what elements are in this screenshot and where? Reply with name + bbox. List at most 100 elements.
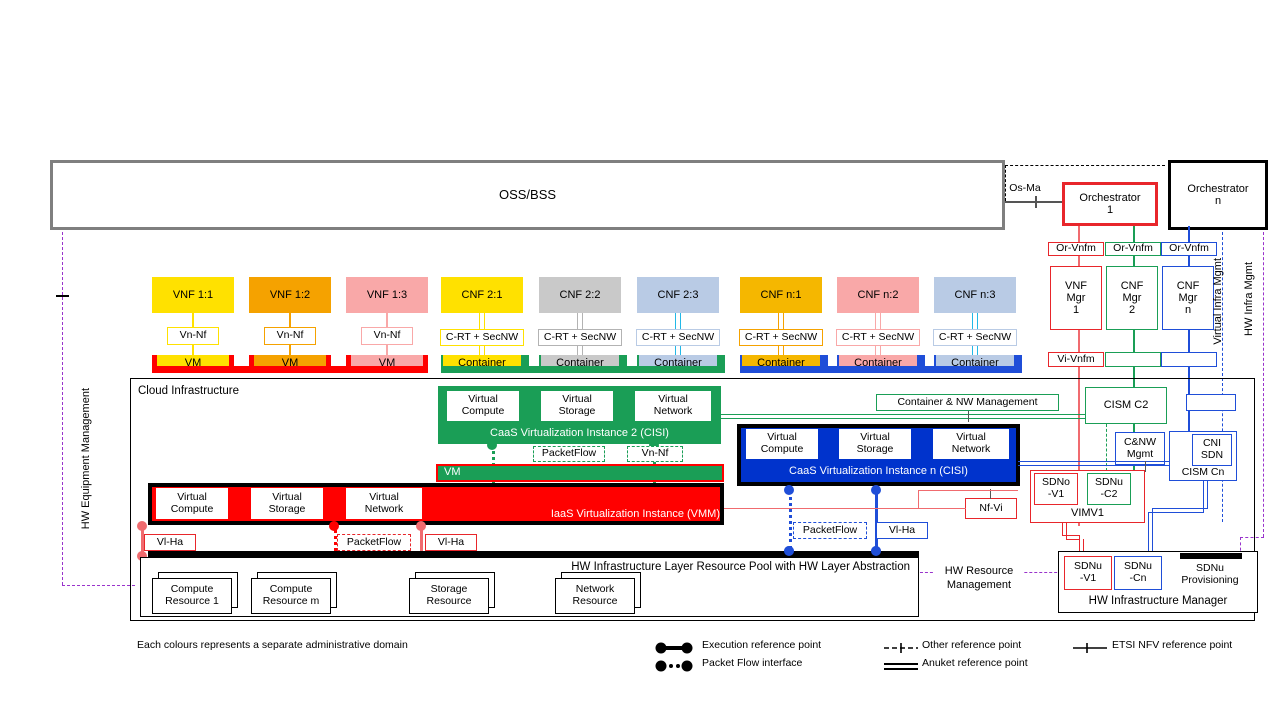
hw-resource-0[interactable]: Compute Resource 1 bbox=[152, 578, 232, 614]
vim-him-line-v2 bbox=[1066, 523, 1068, 539]
legend-etsi-label: ETSI NFV reference point bbox=[1112, 639, 1233, 651]
iaas-vlha-tag[interactable]: Vl-Ha bbox=[425, 534, 477, 551]
hw-resource-1[interactable]: Compute Resource m bbox=[251, 578, 331, 614]
cismcn-him-line-v2 bbox=[1207, 481, 1209, 509]
function-box-1[interactable]: VNF 1:2 bbox=[249, 277, 331, 313]
hw-resource-2[interactable]: Storage Resource bbox=[409, 578, 489, 614]
iaas-nfvi-line-h2 bbox=[918, 490, 1018, 492]
cni-sdn-box[interactable]: CNI SDN bbox=[1192, 434, 1232, 466]
sdnu-v1-box[interactable]: SDNu -V1 bbox=[1064, 556, 1112, 590]
cism-c2-box[interactable]: CISM C2 bbox=[1085, 387, 1167, 424]
vnfmgr1-trunk bbox=[1078, 226, 1080, 526]
iaas-packetflow-dashed bbox=[334, 525, 337, 557]
cisin-vlha-dot-top bbox=[871, 485, 881, 495]
function-box-7[interactable]: CNF n:2 bbox=[837, 277, 919, 313]
cisi2-packetflow-tag[interactable]: PacketFlow bbox=[533, 446, 605, 462]
cisi2-vnnf-tag[interactable]: Vn-Nf bbox=[627, 446, 683, 462]
cloud-infrastructure-label: Cloud Infrastructure bbox=[138, 385, 239, 397]
function-iface-5[interactable]: C-RT + SecNW bbox=[636, 329, 720, 346]
hw-equipment-mgmt-label: HW Equipment Management bbox=[80, 388, 92, 530]
cisi2-vm-bar[interactable] bbox=[436, 464, 724, 482]
cnfmgr2-trunk bbox=[1133, 226, 1135, 476]
cismcn-him-line-v4 bbox=[1152, 508, 1154, 553]
vim-him-line-v4 bbox=[1083, 539, 1085, 553]
hwpool-dot-blue-2 bbox=[871, 546, 881, 556]
os-ma-label: Os-Ma bbox=[1008, 182, 1042, 196]
nf-vi-tag[interactable]: Nf-Vi bbox=[965, 498, 1017, 519]
legend-etsi-icon bbox=[1073, 641, 1107, 653]
container-nw-management[interactable]: Container & NW Management bbox=[876, 394, 1059, 411]
vnf-manager-1[interactable]: VNF Mgr 1 bbox=[1050, 266, 1102, 330]
function-box-6[interactable]: CNF n:1 bbox=[740, 277, 822, 313]
orchestrator-1[interactable]: Orchestrator 1 bbox=[1062, 182, 1158, 226]
cisi2-packetflow-dot-top bbox=[487, 440, 497, 450]
iaas-packetflow-dot-top bbox=[329, 521, 339, 531]
orchestrator-n[interactable]: Orchestrator n bbox=[1168, 160, 1268, 230]
oss-orchestrator-dashed-drop bbox=[1005, 165, 1006, 201]
iaas-nfvi-line-h1 bbox=[724, 508, 966, 510]
vi-vnfm-tag-2[interactable] bbox=[1105, 352, 1161, 367]
vi-vnfm-tag-1[interactable]: Vi-Vnfm bbox=[1048, 352, 1104, 367]
function-iface-4[interactable]: C-RT + SecNW bbox=[538, 329, 622, 346]
or-vnfm-tag-1[interactable]: Or-Vnfm bbox=[1048, 242, 1104, 256]
virtual-infra-mgmt-dashed bbox=[1222, 232, 1223, 522]
cisin-vlha-tag[interactable]: Vl-Ha bbox=[876, 522, 928, 539]
hw-resource-3[interactable]: Network Resource bbox=[555, 578, 635, 614]
function-iface-6[interactable]: C-RT + SecNW bbox=[739, 329, 823, 346]
cnfmgrn-lower-box[interactable] bbox=[1186, 394, 1236, 411]
him-topbar bbox=[1180, 553, 1242, 559]
function-iface-0[interactable]: Vn-Nf bbox=[167, 327, 219, 345]
legend-anuket-icon bbox=[884, 659, 918, 671]
ossbss-box[interactable]: OSS/BSS bbox=[50, 160, 1005, 230]
container-group-2-bar bbox=[441, 366, 725, 373]
cisin-packetflow-tag[interactable]: PacketFlow bbox=[793, 522, 867, 539]
legend-other-label: Other reference point bbox=[922, 639, 1022, 651]
function-box-4[interactable]: CNF 2:2 bbox=[539, 277, 621, 313]
function-box-2[interactable]: VNF 1:3 bbox=[346, 277, 428, 313]
vi-vnfm-tag-n[interactable] bbox=[1161, 352, 1217, 367]
function-iface-7[interactable]: C-RT + SecNW bbox=[836, 329, 920, 346]
hw-equipment-mgmt-tick bbox=[56, 295, 69, 297]
vm-group-bar bbox=[152, 366, 428, 373]
os-ma-tick bbox=[1035, 196, 1037, 208]
or-vnfm-tag-n[interactable]: Or-Vnfm bbox=[1161, 242, 1217, 256]
iaas-vlha-dot-top bbox=[416, 521, 426, 531]
hw-pool-label: HW Infrastructure Layer Resource Pool wi… bbox=[571, 561, 910, 573]
cisi2-vnnf-dot-top bbox=[649, 440, 659, 450]
function-box-0[interactable]: VNF 1:1 bbox=[152, 277, 234, 313]
iaas-vlha-line bbox=[420, 525, 423, 557]
function-iface-8[interactable]: C-RT + SecNW bbox=[933, 329, 1017, 346]
function-iface-2[interactable]: Vn-Nf bbox=[361, 327, 413, 345]
sdno-v1-box[interactable]: SDNo -V1 bbox=[1034, 473, 1078, 505]
iaas-left-vlha-tag[interactable]: Vl-Ha bbox=[144, 534, 196, 551]
iaas-box[interactable] bbox=[148, 483, 724, 525]
container-group-n-bar bbox=[740, 366, 1016, 373]
function-box-3[interactable]: CNF 2:1 bbox=[441, 277, 523, 313]
cnf-manager-2[interactable]: CNF Mgr 2 bbox=[1106, 266, 1158, 330]
hw-infra-mgmt-dashed bbox=[1263, 232, 1264, 537]
sdnu-provisioning[interactable]: SDNu Provisioning bbox=[1181, 561, 1239, 586]
or-vnfm-tag-2[interactable]: Or-Vnfm bbox=[1105, 242, 1161, 256]
vim-him-line-h2 bbox=[1066, 539, 1080, 541]
container-nw-mgmt-tick bbox=[968, 411, 970, 422]
function-box-5[interactable]: CNF 2:3 bbox=[637, 277, 719, 313]
cisin-packetflow-dot-top bbox=[784, 485, 794, 495]
cnw-mgmt-tick bbox=[1145, 461, 1147, 472]
function-iface-3[interactable]: C-RT + SecNW bbox=[440, 329, 524, 346]
function-iface-1[interactable]: Vn-Nf bbox=[264, 327, 316, 345]
iaas-packetflow-tag[interactable]: PacketFlow bbox=[337, 534, 411, 551]
cnf-manager-n[interactable]: CNF Mgr n bbox=[1162, 266, 1214, 330]
cnw-mgmt-box[interactable]: C&NW Mgmt bbox=[1115, 432, 1165, 465]
sdnu-c2-box[interactable]: SDNu -C2 bbox=[1087, 473, 1131, 505]
function-box-8[interactable]: CNF n:3 bbox=[934, 277, 1016, 313]
sdnu-cn-box[interactable]: SDNu -Cn bbox=[1114, 556, 1162, 590]
